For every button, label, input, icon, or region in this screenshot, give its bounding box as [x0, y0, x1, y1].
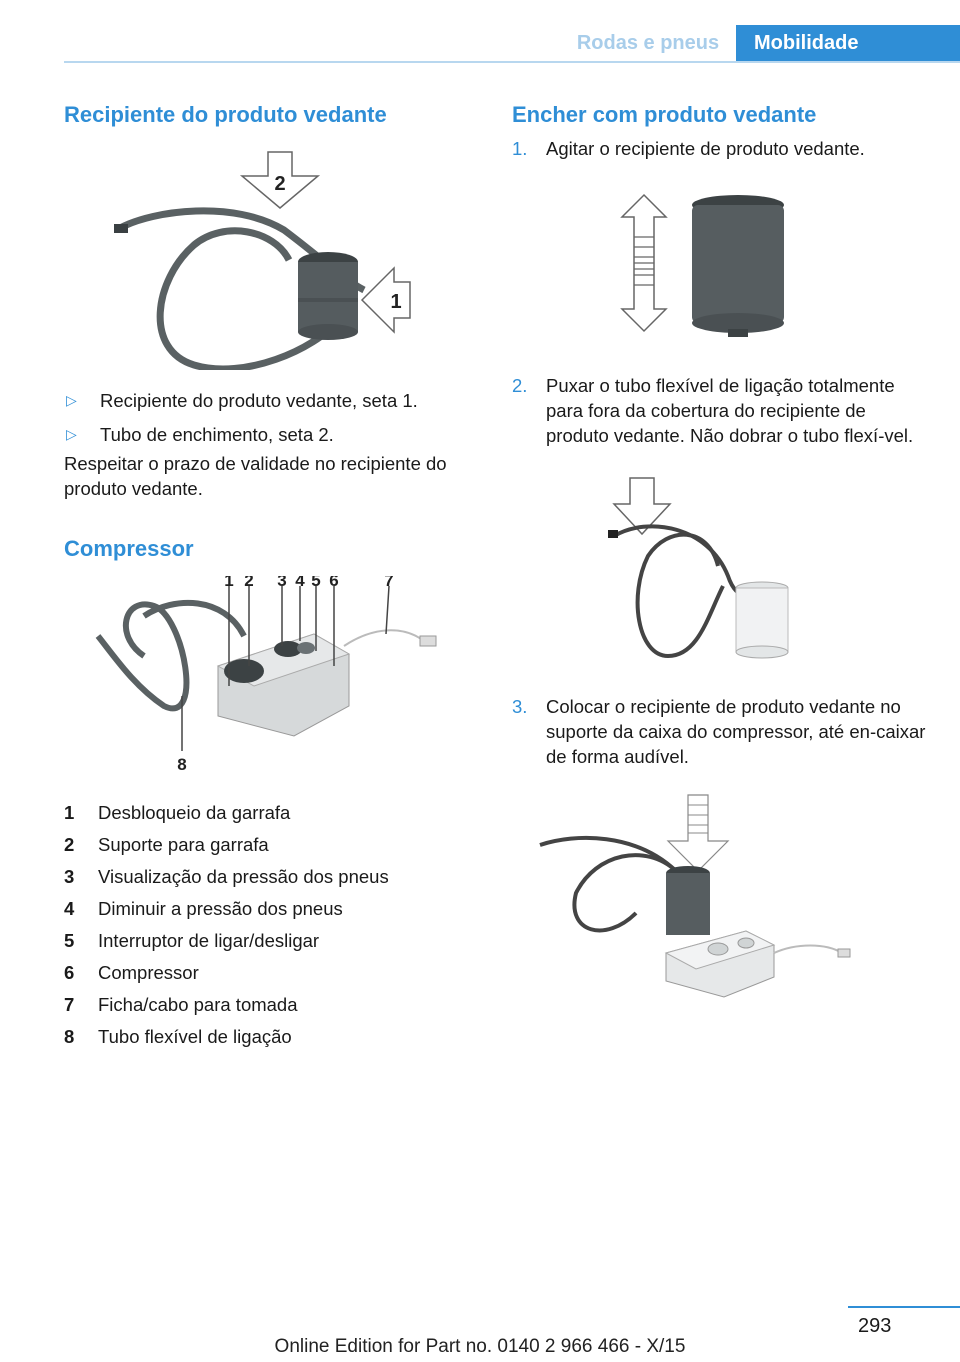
step-number: 1. — [512, 138, 528, 159]
section-title-compressor: Compressor — [64, 536, 194, 561]
right-column: Encher com produto vedante 1. Agitar o r… — [512, 100, 932, 1003]
legend-item: 5 Interruptor de ligar/desligar — [64, 928, 478, 960]
step-number: 3. — [512, 696, 528, 717]
fig1-label-2: 2 — [274, 173, 285, 195]
step-text: Colocar o recipiente de produto vedante … — [546, 696, 926, 767]
legend-item: 1 Desbloqueio da garrafa — [64, 800, 478, 832]
fig2-label-7: 7 — [384, 576, 393, 590]
step-2: 2. Puxar o tubo flexível de ligação tota… — [512, 373, 932, 448]
fig2-label-4: 4 — [295, 576, 305, 590]
header-chapter-tab: Mobilidade — [736, 25, 960, 61]
figure-compressor: 1 2 3 4 5 6 7 8 — [94, 576, 444, 776]
fig2-label-3: 3 — [277, 576, 286, 590]
legend-text: Tubo flexível de ligação — [98, 1026, 292, 1047]
legend-number: 6 — [64, 962, 75, 983]
fig2-label-8: 8 — [177, 755, 186, 774]
step-number: 2. — [512, 375, 528, 396]
fig1-label-1: 1 — [390, 291, 401, 313]
bullet-triangle-icon: ▷ — [66, 392, 77, 408]
header-section-tab: Rodas e pneus — [576, 32, 720, 54]
figure-shake-container — [620, 193, 800, 343]
figure-pull-hose — [608, 476, 808, 666]
step-text: Agitar o recipiente de produto vedante. — [546, 138, 865, 159]
legend-text: Compressor — [98, 962, 199, 983]
legend-text: Diminuir a pressão dos pneus — [98, 898, 343, 919]
legend-text: Interruptor de ligar/desligar — [98, 930, 320, 951]
fig2-label-5: 5 — [311, 576, 320, 590]
legend-text: Visualização da pressão dos pneus — [98, 866, 389, 887]
bullet-item: ▷ Recipiente do produto vedante, seta 1. — [64, 388, 478, 413]
legend-item: 6 Compressor — [64, 960, 478, 992]
figure-sealant-container: 2 1 — [114, 150, 414, 370]
legend-number: 4 — [64, 898, 75, 919]
legend-number: 7 — [64, 994, 75, 1015]
left-column: Recipiente do produto vedante 2 1 ▷ Reci… — [64, 100, 478, 1056]
bullet-text: Tubo de enchimento, seta 2. — [100, 424, 334, 445]
legend-item: 4 Diminuir a pressão dos pneus — [64, 896, 478, 928]
fig2-label-6: 6 — [329, 576, 338, 590]
figure-insert-container — [536, 793, 856, 1003]
fig2-label-2: 2 — [244, 576, 253, 590]
bullet-item: ▷ Tubo de enchimento, seta 2. — [64, 422, 478, 447]
step-3: 3. Colocar o recipiente de produto vedan… — [512, 694, 932, 769]
validity-note: Respeitar o prazo de validade no recipie… — [64, 453, 447, 499]
compressor-legend: 1 Desbloqueio da garrafa 2 Suporte para ga… — [64, 800, 478, 1056]
step-text: Puxar o tubo flexível de ligação totalme… — [546, 375, 914, 446]
bullet-triangle-icon: ▷ — [66, 426, 77, 442]
header-rule — [64, 61, 960, 63]
legend-number: 2 — [64, 834, 75, 855]
legend-item: 3 Visualização da pressão dos pneus — [64, 864, 478, 896]
section-title-fill-sealant: Encher com produto vedante — [512, 102, 817, 127]
footer-edition: Online Edition for Part no. 0140 2 966 4… — [274, 1336, 686, 1357]
legend-item: 7 Ficha/cabo para tomada — [64, 992, 478, 1024]
legend-number: 1 — [64, 802, 75, 823]
legend-text: Ficha/cabo para tomada — [98, 994, 298, 1015]
legend-number: 3 — [64, 866, 75, 887]
legend-item: 2 Suporte para garrafa — [64, 832, 478, 864]
bullet-text: Recipiente do produto vedante, seta 1. — [100, 390, 418, 411]
fig2-label-1: 1 — [224, 576, 233, 590]
section-title-sealant-container: Recipiente do produto vedante — [64, 102, 387, 127]
legend-number: 8 — [64, 1026, 75, 1047]
legend-text: Suporte para garrafa — [98, 834, 269, 855]
page-number-rule — [848, 1306, 960, 1308]
legend-item: 8 Tubo flexível de ligação — [64, 1024, 478, 1056]
step-1: 1. Agitar o recipiente de produto vedant… — [512, 136, 932, 161]
page-number: 293 — [858, 1315, 892, 1337]
legend-text: Desbloqueio da garrafa — [98, 802, 291, 823]
legend-number: 5 — [64, 930, 75, 951]
